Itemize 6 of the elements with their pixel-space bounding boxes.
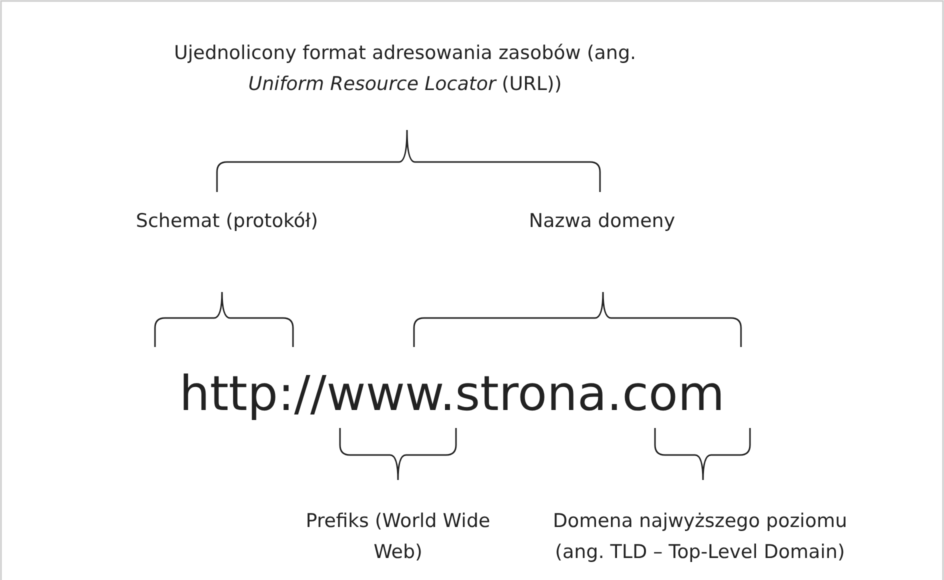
part-label: Nazwa domeny xyxy=(528,209,676,234)
url-text: http://www.strona.com xyxy=(179,366,725,422)
part-label: Schemat (protokół) xyxy=(134,209,320,234)
heading-text: Ujednolicony format adresowania zasobów (ang. Uniform Resource Locator (URL)) xyxy=(172,41,638,97)
part-label: Prefiks (World Wide Web) xyxy=(306,509,490,565)
part-label: Domena najwyższego poziomu (ang. TLD – Top-Level Domain) xyxy=(552,509,848,565)
